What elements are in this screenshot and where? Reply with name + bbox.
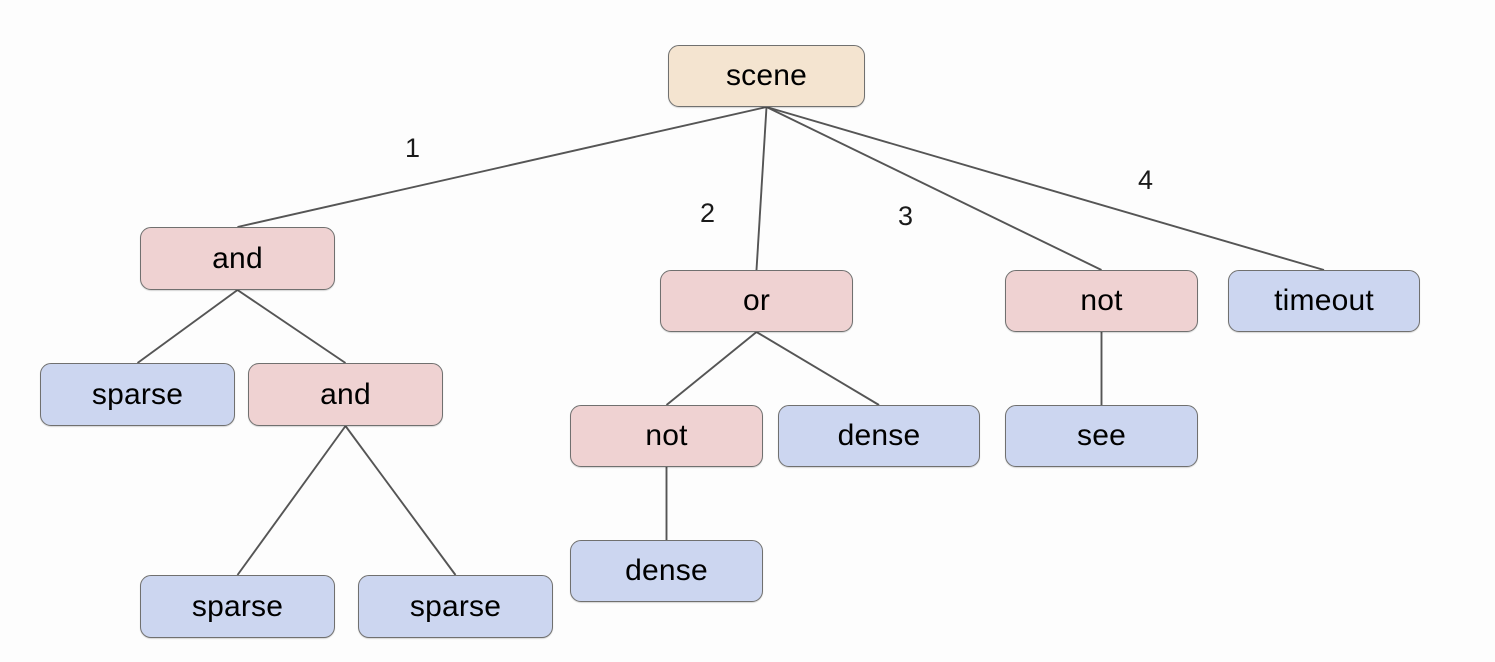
tree-node-label: see — [1077, 419, 1126, 452]
tree-edge — [756, 331, 880, 406]
tree-node-label: not — [1080, 284, 1123, 317]
tree-edge — [344, 425, 457, 576]
tree-node-label: timeout — [1274, 284, 1374, 317]
tree-edge — [136, 289, 239, 364]
tree-node-sparse3[interactable]: sparse — [358, 575, 553, 638]
tree-node-label: not — [645, 419, 688, 452]
tree-node-timeout1[interactable]: timeout — [1228, 270, 1420, 332]
tree-edge — [236, 425, 347, 576]
tree-edge — [755, 106, 768, 271]
edge-label-scene-or1: 2 — [700, 198, 716, 228]
tree-edge — [766, 106, 1325, 271]
tree-node-and1[interactable]: and — [140, 227, 335, 290]
tree-node-label: and — [212, 241, 263, 275]
tree-node-label: dense — [837, 419, 921, 452]
tree-node-sparse2[interactable]: sparse — [140, 575, 335, 638]
edge-label-scene-and1: 1 — [405, 133, 421, 163]
tree-edge — [766, 106, 1102, 271]
tree-node-dense1[interactable]: dense — [778, 405, 980, 467]
tree-node-see1[interactable]: see — [1005, 405, 1198, 467]
tree-edge — [237, 106, 767, 228]
tree-node-label: sparse — [191, 589, 284, 623]
tree-node-label: scene — [725, 59, 808, 92]
tree-edge — [665, 331, 758, 406]
tree-node-scene[interactable]: scene — [668, 45, 865, 107]
tree-node-label: sparse — [409, 589, 502, 623]
edge-label-scene-timeout1: 4 — [1138, 165, 1154, 195]
tree-node-sparse1[interactable]: sparse — [40, 363, 235, 426]
tree-node-label: dense — [625, 554, 708, 587]
edge-label-scene-not1: 3 — [898, 201, 914, 231]
tree-edge — [236, 289, 347, 364]
tree-node-label: and — [320, 377, 371, 411]
tree-node-label: sparse — [91, 377, 184, 411]
tree-node-not1[interactable]: not — [1005, 270, 1198, 332]
tree-node-label: or — [742, 284, 771, 317]
tree-node-dense2[interactable]: dense — [570, 540, 763, 602]
tree-node-not2[interactable]: not — [570, 405, 763, 467]
tree-node-and2[interactable]: and — [248, 363, 443, 426]
tree-node-or1[interactable]: or — [660, 270, 853, 332]
